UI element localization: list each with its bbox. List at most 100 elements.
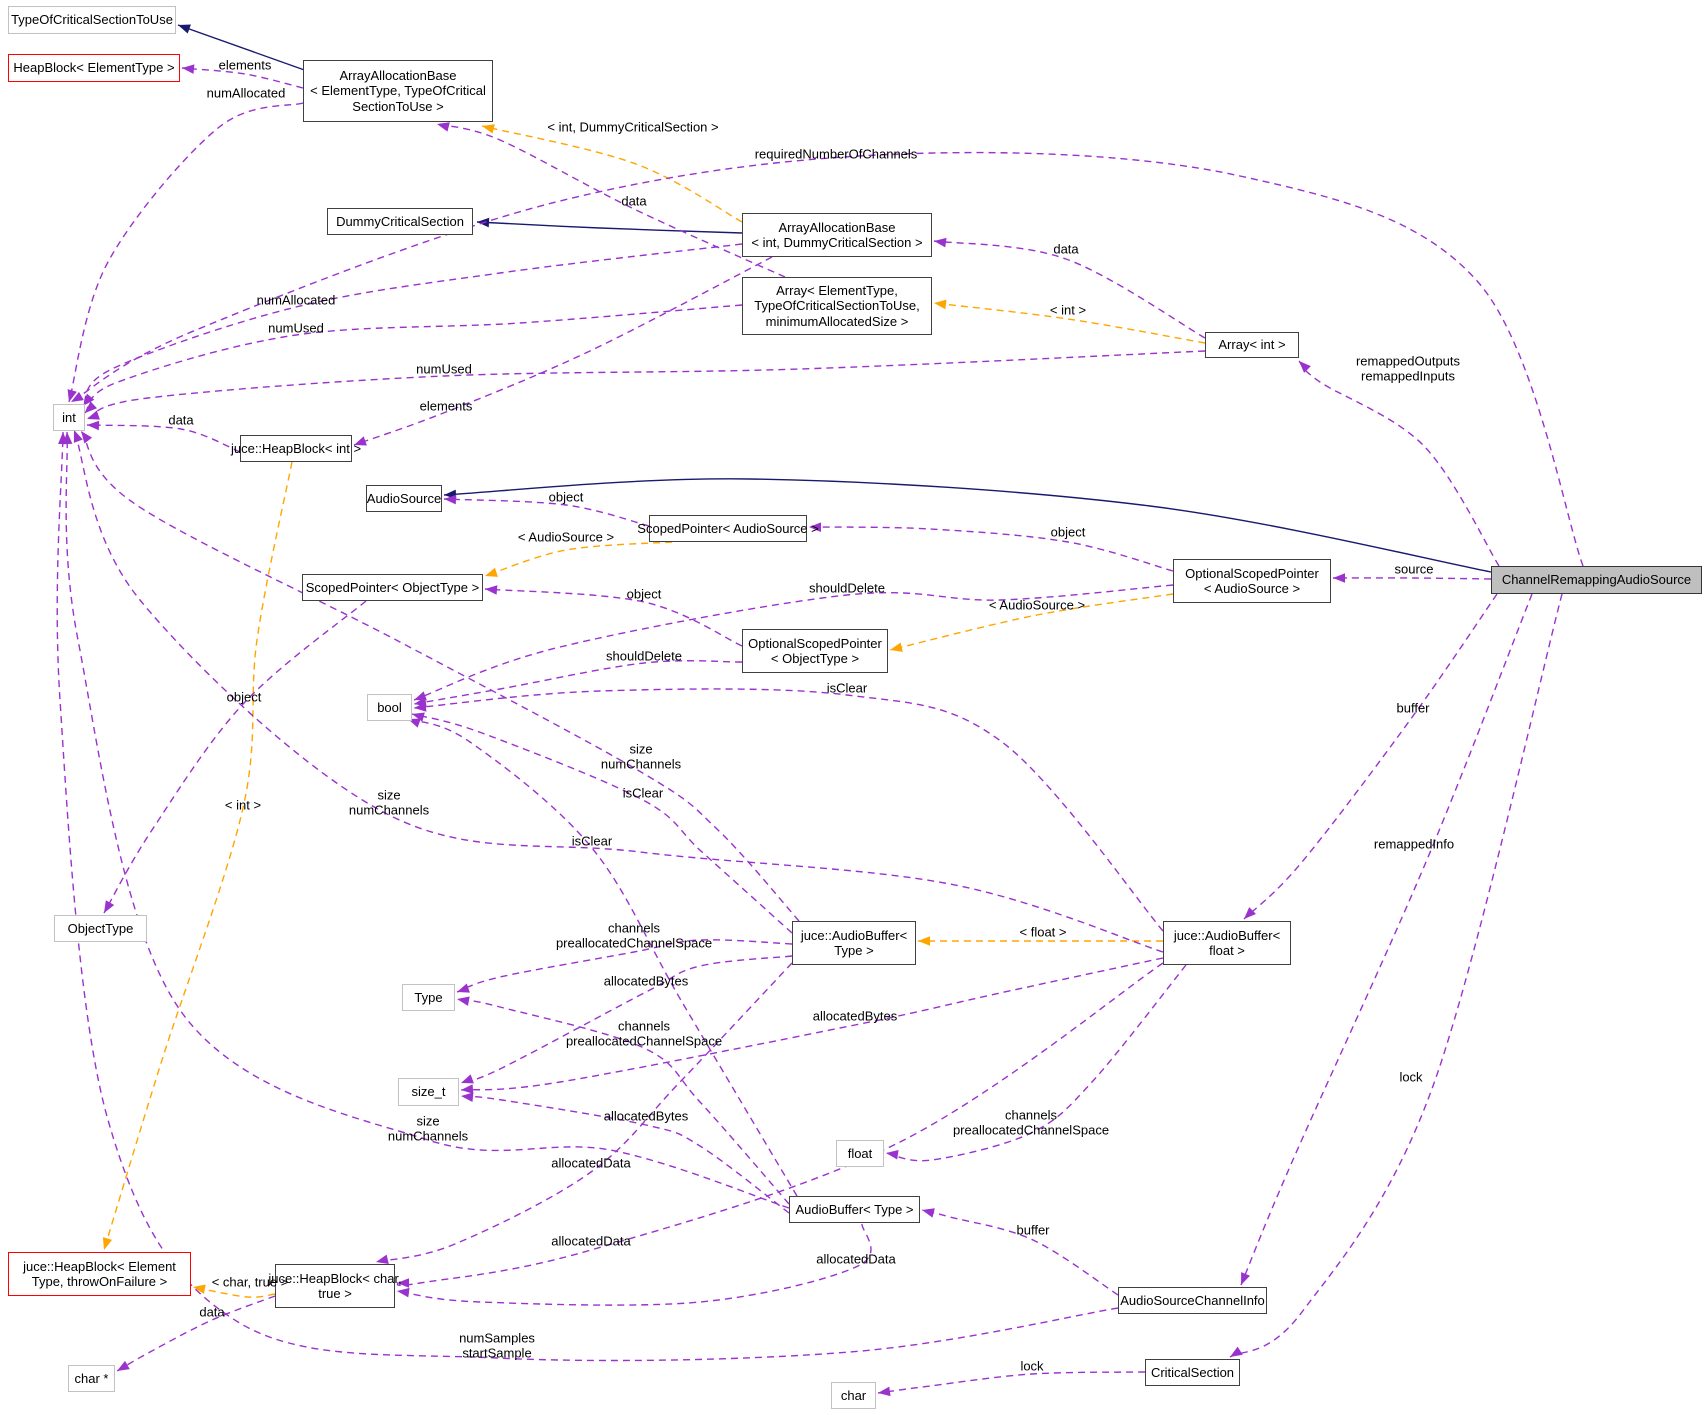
arrowhead-jab_float-size_t: [461, 1084, 474, 1094]
edge-sp_ot-objecttype: [103, 600, 367, 914]
edge-osp_as-bool: [413, 584, 1174, 701]
arrowhead-heapblock_int-heapblock_el_throw: [102, 1237, 113, 1250]
edge-array_int-array_el: [933, 302, 1206, 344]
edge-heapblock_char-heapblock_el_throw: [192, 1286, 276, 1298]
node-sp_as[interactable]: ScopedPointer< AudioSource >: [637, 515, 819, 542]
arrowhead-osp_ot-sp_ot: [485, 585, 498, 595]
edge-ab_type-size_t: [460, 1095, 790, 1214]
edge-jab_float-size_t: [460, 957, 1164, 1091]
edge-aab_int-heapblock_int: [353, 256, 773, 446]
edge-jab_float-int: [73, 429, 1164, 953]
arrowhead-jab_type-type: [457, 983, 470, 993]
edge-asci-int: [56, 431, 1119, 1362]
edge-heapblock_char-charptr: [116, 1295, 276, 1372]
arrowhead-array_el-int: [85, 401, 98, 413]
node-heapblock_char[interactable]: juce::HeapBlock< char, true >: [268, 1264, 402, 1308]
node-heapblock_el[interactable]: HeapBlock< ElementType >: [8, 54, 180, 82]
node-float: float: [836, 1140, 884, 1167]
arrowhead-ab_type-heapblock_char: [397, 1287, 410, 1298]
arrowhead-aab_int-aab_el: [482, 124, 495, 134]
edge-array_int-int: [86, 350, 1206, 420]
arrowhead-heapblock_int-int: [87, 420, 100, 431]
edge-aab_el-int: [68, 102, 304, 403]
node-osp_ot[interactable]: OptionalScopedPointer < ObjectType >: [742, 629, 888, 673]
arrowhead-sp_ot-objecttype: [104, 900, 115, 913]
node-objecttype: ObjectType: [54, 915, 147, 942]
arrowhead-crs-criticalsection: [1230, 1346, 1243, 1357]
edge-osp_as-sp_as: [808, 526, 1174, 572]
edge-asci-ab_type: [921, 1209, 1119, 1296]
node-ab_type[interactable]: AudioBuffer< Type >: [789, 1196, 920, 1223]
arrowhead-heapblock_char-charptr: [117, 1360, 130, 1371]
node-sp_ot[interactable]: ScopedPointer< ObjectType >: [302, 574, 483, 601]
node-array_int[interactable]: Array< int >: [1205, 332, 1299, 358]
arrowhead-jab_type-int: [81, 431, 93, 444]
edge-sp_as-sp_ot: [484, 541, 673, 577]
edge-aab_el-heapblock_el: [181, 67, 304, 89]
edge-aab_int-dummycs: [476, 221, 743, 234]
arrowhead-sp_as-audiosource: [444, 494, 457, 505]
node-audiosource[interactable]: AudioSource: [366, 485, 442, 512]
edge-heapblock_int-int: [86, 424, 241, 453]
arrowhead-asci-ab_type: [922, 1208, 935, 1218]
edge-ab_type-int: [65, 431, 790, 1209]
arrowhead-crs-int: [71, 391, 84, 402]
node-heapblock_int[interactable]: juce::HeapBlock< int >: [231, 435, 361, 462]
arrowhead-array_el-aab_el: [437, 122, 450, 132]
arrowhead-crs-asci: [1241, 1272, 1251, 1285]
edge-criticalsection-char: [877, 1371, 1146, 1394]
edge-aab_int-int: [82, 243, 743, 407]
arrowhead-crs-array_int: [1299, 361, 1311, 373]
arrowhead-asci-int: [58, 432, 68, 445]
arrowhead-jab_float-heapblock_char: [397, 1278, 409, 1288]
edge-jab_type-int: [80, 430, 800, 922]
node-bool: bool: [367, 694, 412, 721]
edge-crs-audiosource: [443, 478, 1492, 573]
arrowhead-aab_el-heapblock_el: [182, 64, 195, 74]
arrowhead-ab_type-size_t: [461, 1092, 474, 1102]
node-aab_el[interactable]: ArrayAllocationBase < ElementType, TypeO…: [303, 60, 493, 122]
arrowhead-jab_float-bool: [414, 702, 427, 712]
node-jab_float[interactable]: juce::AudioBuffer< float >: [1163, 921, 1291, 965]
node-type: Type: [402, 984, 455, 1011]
node-dummycs[interactable]: DummyCriticalSection: [327, 208, 473, 235]
edge-jab_float-heapblock_char: [396, 962, 1164, 1287]
edge-osp_ot-sp_ot: [484, 588, 743, 647]
node-array_el[interactable]: Array< ElementType, TypeOfCriticalSectio…: [742, 277, 932, 335]
arrowhead-jab_float-float: [886, 1150, 899, 1160]
node-jab_type[interactable]: juce::AudioBuffer< Type >: [792, 921, 916, 965]
edge-array_el-int: [84, 304, 743, 414]
arrowhead-heapblock_char-heapblock_el_throw: [193, 1284, 206, 1294]
edge-jab_type-size_t: [460, 955, 793, 1084]
edge-array_el-aab_el: [436, 123, 786, 278]
node-crs: ChannelRemappingAudioSource: [1491, 566, 1702, 594]
arrowhead-ab_type-type: [457, 996, 470, 1006]
node-aab_int[interactable]: ArrayAllocationBase < int, DummyCritical…: [742, 213, 932, 257]
node-size_t: size_t: [398, 1078, 459, 1106]
edge-osp_ot-bool: [413, 660, 743, 705]
edge-crs-asci: [1240, 593, 1533, 1286]
arrowhead-aab_int-heapblock_int: [354, 436, 367, 446]
edge-crs-array_int: [1298, 360, 1500, 567]
edge-array_int-aab_int: [933, 240, 1206, 339]
node-asci[interactable]: AudioSourceChannelInfo: [1118, 1287, 1267, 1314]
edge-crs-osp_as: [1332, 577, 1492, 580]
node-typeofcs: TypeOfCriticalSectionToUse: [8, 6, 176, 34]
node-int: int: [53, 404, 85, 431]
arrowhead-crs-jab_float: [1244, 907, 1256, 919]
edge-jab_type-type: [456, 939, 793, 993]
node-criticalsection[interactable]: CriticalSection: [1145, 1359, 1240, 1386]
node-heapblock_el_throw[interactable]: juce::HeapBlock< Element Type, throwOnFa…: [8, 1252, 191, 1296]
node-osp_as[interactable]: OptionalScopedPointer < AudioSource >: [1173, 559, 1331, 603]
edge-aab_int-aab_el: [481, 125, 743, 223]
edge-jab_float-float: [885, 964, 1187, 1162]
arrowhead-jab_type-bool: [412, 712, 425, 722]
edge-jab_type-bool: [411, 713, 793, 934]
edge-sp_as-audiosource: [443, 498, 650, 527]
arrowhead-sp_as-sp_ot: [485, 567, 498, 577]
edge-ab_type-bool: [407, 718, 798, 1197]
edge-crs-int: [70, 151, 1584, 567]
edge-ab_type-heapblock_char: [396, 1223, 872, 1306]
edge-aab_el-typeofcs: [177, 24, 311, 73]
